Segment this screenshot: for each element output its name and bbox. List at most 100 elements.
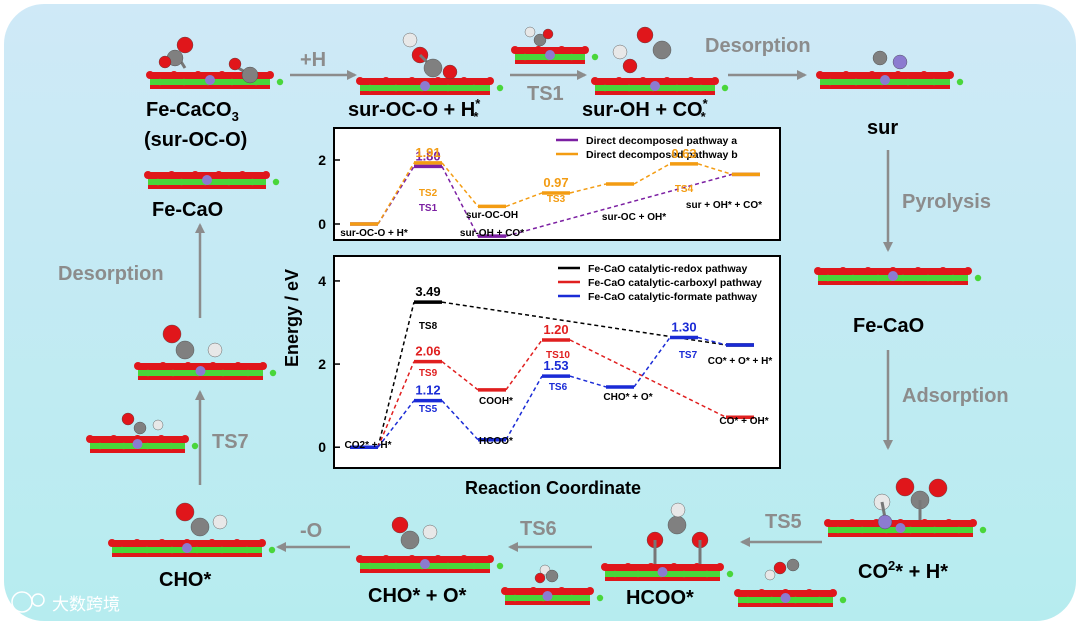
connector-line — [377, 361, 415, 448]
atom-o — [214, 171, 223, 179]
atom-ca — [168, 546, 176, 554]
atom-o — [711, 77, 719, 85]
state-co2-h: CO2* + H* — [858, 558, 948, 583]
atom-o — [238, 171, 247, 179]
atom-ca — [839, 596, 847, 604]
state-annotation: TS9 — [419, 368, 438, 379]
atom-ca — [899, 274, 907, 282]
atom-ca — [118, 546, 126, 554]
structure-ts6-mini — [501, 587, 604, 605]
atom-c — [175, 340, 195, 360]
slab-layer-oxygen — [148, 185, 266, 189]
structure-ts7-mini — [86, 435, 199, 453]
atom-o — [382, 555, 390, 563]
atom-ca — [591, 53, 599, 61]
atom-o — [134, 362, 142, 370]
atom-c — [652, 40, 672, 60]
atom-ca — [144, 442, 151, 450]
atom-fe — [892, 54, 908, 70]
atom-ca — [956, 78, 964, 86]
energy-value-label: 0.97 — [543, 175, 568, 190]
legend-entry: Fe-CaO catalytic-formate pathway — [588, 291, 757, 303]
atom-ca — [244, 369, 252, 377]
state-fe-caco3: Fe-CaCO3 — [146, 99, 239, 124]
atom-ca — [228, 78, 236, 86]
atom-o — [234, 362, 242, 370]
y-tick-label: 4 — [318, 273, 326, 289]
atom-fe — [877, 514, 893, 530]
atom-o — [868, 71, 876, 79]
atom-o — [716, 563, 724, 571]
atom-o — [693, 563, 701, 571]
atom-o — [382, 77, 390, 85]
structure-fe-cao-left — [144, 171, 280, 189]
slab-layer-oxygen — [90, 449, 185, 453]
cycle-arrows — [195, 70, 893, 552]
atom-c — [786, 558, 800, 572]
atom-o — [86, 435, 94, 443]
state-annotation: TS3 — [547, 194, 566, 205]
energy-value-label: 1.20 — [543, 322, 568, 337]
atom-o — [175, 502, 195, 522]
atom-o — [557, 46, 566, 54]
connector-line — [697, 336, 727, 346]
state-annotation: TS4 — [675, 184, 694, 195]
atom-o — [920, 71, 928, 79]
atom-o — [542, 28, 554, 40]
atom-h — [402, 32, 418, 48]
atom-h — [670, 502, 686, 518]
atom-o — [144, 171, 152, 179]
atom-fe — [420, 81, 430, 91]
connector-line — [633, 337, 671, 388]
atom-h — [152, 419, 164, 431]
atom-o — [624, 563, 632, 571]
state-hcoo: HCOO* — [626, 587, 694, 609]
atom-ca — [392, 562, 400, 570]
atom-o — [946, 71, 954, 79]
state-annotation: TS1 — [419, 203, 438, 214]
atom-ca — [154, 178, 162, 186]
atom-o — [895, 477, 915, 497]
atom-o — [534, 46, 543, 54]
state-annotation: sur + OH* + CO* — [686, 200, 762, 211]
structure-sur-oh-co — [591, 77, 729, 95]
y-tick-label: 2 — [318, 356, 326, 372]
atom-ca — [955, 526, 963, 534]
atom-ca — [874, 274, 882, 282]
slab-layer-oxygen — [112, 553, 262, 557]
atom-ca — [697, 84, 705, 92]
atom-o — [218, 71, 226, 79]
atom-o — [511, 46, 519, 54]
atom-ca — [974, 274, 982, 282]
atom-o — [814, 267, 822, 275]
atom-o — [262, 171, 270, 179]
atom-ca — [625, 84, 633, 92]
connector-line — [569, 339, 727, 418]
atom-o — [258, 539, 266, 547]
y-tick-label: 2 — [318, 152, 326, 168]
atom-o — [586, 587, 594, 595]
connector-line — [505, 375, 543, 441]
atom-o — [208, 539, 216, 547]
state-sur-oc-o-h: sur-OC-O + H** — [348, 96, 481, 124]
atom-o — [647, 563, 655, 571]
atom-ca — [496, 562, 504, 570]
atom-ca — [596, 594, 604, 602]
energy-value-label: 1.91 — [415, 145, 440, 160]
state-annotation: HCOO* — [479, 436, 513, 447]
slab-layer-oxygen — [150, 85, 270, 89]
structure-cho — [108, 539, 276, 557]
atom-ca — [568, 53, 575, 61]
atom-o — [486, 555, 494, 563]
state-sur: sur — [867, 117, 898, 139]
atom-o — [158, 55, 172, 69]
atom-o — [964, 267, 972, 275]
atom-ca — [120, 442, 127, 450]
atom-ca — [924, 274, 932, 282]
energy-value-label: 0.63 — [671, 146, 696, 161]
atom-fe — [780, 593, 791, 603]
atom-o — [757, 589, 766, 597]
energy-value-label: 1.80 — [415, 148, 440, 163]
connector-line — [377, 162, 415, 225]
energy-value-label: 1.53 — [543, 358, 568, 373]
